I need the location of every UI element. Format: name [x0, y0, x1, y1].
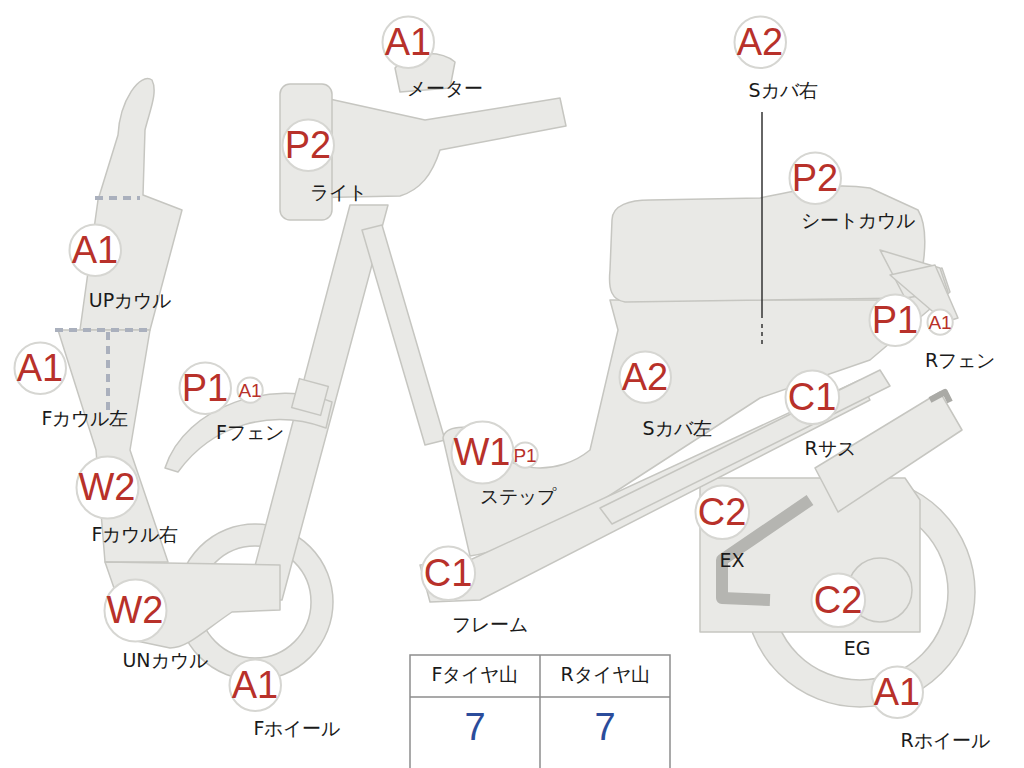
circle-shape [785, 370, 839, 424]
circle-shape [179, 362, 230, 413]
damage-code: P1 [872, 301, 918, 339]
part-name: シートカウル [801, 210, 915, 232]
circle-shape [871, 666, 922, 717]
part-name: Rホイール [900, 730, 989, 752]
damage-code-circle: W2 [75, 455, 140, 520]
damage-code: A1 [72, 231, 118, 269]
part-name: ライト [310, 182, 367, 204]
circle-shape [811, 573, 865, 627]
damage-code-circle: A1 [228, 658, 282, 712]
circle-shape [421, 546, 475, 600]
part-name: EG [844, 638, 871, 660]
leader-line [761, 324, 763, 346]
circle-shape [927, 309, 952, 334]
damage-code-circle: P2 [281, 118, 335, 172]
damage-code: P2 [792, 159, 838, 197]
cowl-divider [95, 196, 140, 200]
part-name: フレーム [452, 614, 528, 636]
circle-shape [237, 377, 262, 402]
leader-line [761, 112, 763, 318]
circle-shape [69, 224, 120, 275]
damage-code-circle: P1 [178, 361, 232, 415]
circle-shape [104, 579, 166, 641]
damage-code-circle: A1 [870, 665, 924, 719]
table-cell: Rタイヤ山 [560, 664, 649, 686]
table-cell: 7 [464, 706, 485, 750]
circle-shape [734, 16, 785, 67]
damage-code-circle: P1 [868, 293, 922, 347]
fender-mount [292, 379, 329, 416]
part-name: Fフェン [216, 422, 284, 444]
damage-code-circle: C2 [694, 484, 751, 541]
circle-shape [869, 294, 920, 345]
damage-code-circle: P2 [788, 151, 842, 205]
damage-code-circle: C1 [784, 369, 841, 426]
circle-shape [229, 659, 280, 710]
circle-shape [382, 16, 433, 67]
damage-code: A1 [928, 313, 951, 332]
circle-shape [512, 442, 537, 467]
damage-code-circle: C2 [810, 572, 867, 629]
part-name: Fホイール [254, 718, 341, 740]
part-name: Fカウル右 [92, 524, 179, 546]
part-name: ステップ [480, 486, 556, 508]
damage-code: P2 [285, 126, 331, 164]
damage-code: A2 [622, 358, 668, 396]
damage-code: P1 [182, 369, 228, 407]
part-name: Rフェン [925, 350, 995, 372]
damage-code-circle: A1 [926, 308, 954, 336]
damage-code: C2 [698, 493, 747, 531]
part-name: UNカウル [122, 650, 207, 672]
under-cowl [105, 562, 280, 648]
part-name: Rサス [804, 438, 855, 460]
shock-top [930, 392, 950, 402]
damage-code-circle: A1 [13, 341, 67, 395]
circle-shape [789, 152, 840, 203]
part-name: Fカウル左 [42, 408, 129, 430]
damage-code: A1 [17, 349, 63, 387]
circle-shape [76, 456, 138, 518]
damage-code: W1 [454, 433, 511, 471]
damage-code: A1 [232, 666, 278, 704]
circle-shape [451, 421, 513, 483]
damage-code-circle: A1 [68, 223, 122, 277]
damage-code: A1 [238, 381, 261, 400]
damage-code-circle: A1 [236, 376, 264, 404]
damage-code-circle: A2 [733, 15, 787, 69]
damage-code: C1 [424, 554, 473, 592]
body-cover [443, 268, 950, 556]
damage-code: W2 [79, 468, 136, 506]
table-cell: Fタイヤ山 [432, 664, 519, 686]
cowl-divider [55, 328, 150, 332]
tread-table [410, 655, 670, 768]
damage-code-circle: A2 [618, 350, 672, 404]
damage-code: C1 [788, 378, 837, 416]
cowl-divider [106, 332, 110, 412]
damage-code: C2 [814, 581, 863, 619]
table-cell: 7 [594, 706, 615, 750]
damage-code-circle: W1 [450, 420, 515, 485]
circle-shape [619, 351, 670, 402]
part-name: EX [719, 550, 744, 572]
damage-code: A1 [874, 673, 920, 711]
damage-code-circle: C1 [420, 545, 477, 602]
damage-code: W2 [107, 591, 164, 629]
part-name: Sカバ左 [642, 418, 711, 440]
circle-shape [14, 342, 65, 393]
part-name: Sカバ右 [746, 80, 819, 102]
part-name: メーター [407, 78, 483, 100]
table-rule [539, 655, 541, 768]
damage-code-circle: P1 [511, 441, 539, 469]
circle-shape [282, 119, 333, 170]
circle-shape [695, 485, 749, 539]
upper-cowl [80, 79, 182, 330]
seat [610, 186, 925, 302]
down-tube [362, 225, 445, 445]
damage-code: A1 [385, 23, 431, 61]
damage-code: P1 [513, 446, 536, 465]
damage-code-circle: W2 [103, 578, 168, 643]
damage-code: A2 [737, 23, 783, 61]
damage-code-circle: A1 [381, 15, 435, 69]
part-name: UPカウル [89, 290, 171, 312]
